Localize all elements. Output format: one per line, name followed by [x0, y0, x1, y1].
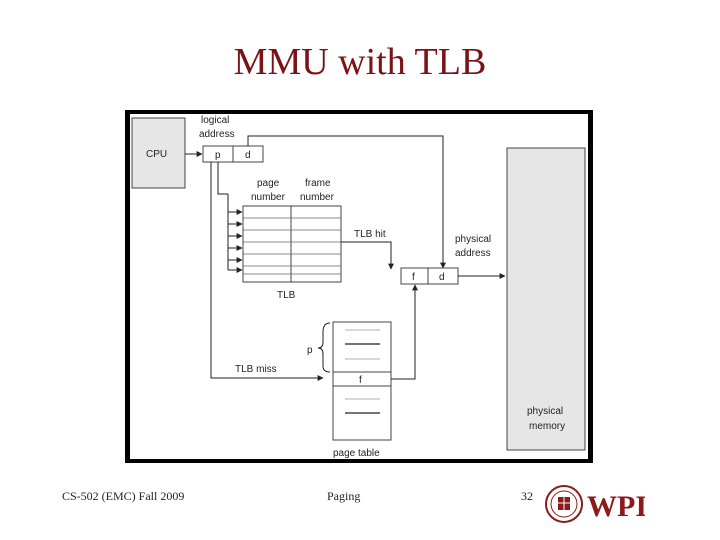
physical-address-label-2: address: [455, 248, 491, 259]
physical-memory-label-2: memory: [529, 421, 565, 432]
footer-page-number: 32: [521, 489, 533, 503]
mmu-tlb-diagram: CPU logical address p d TLB miss page nu…: [125, 110, 593, 463]
wpi-logo: WPI: [545, 482, 647, 531]
cpu-label: CPU: [146, 149, 167, 160]
physical-f-label: f: [412, 272, 415, 283]
tlb-label: TLB: [277, 290, 296, 301]
page-table-f-label: f: [359, 375, 362, 386]
logical-d-label: d: [245, 150, 251, 161]
logical-address-label-1: logical: [201, 115, 229, 126]
physical-memory-label-1: physical: [527, 406, 563, 417]
cpu-box: [131, 117, 186, 189]
tlb-miss-arrow: [210, 162, 324, 381]
logical-p-label: p: [215, 150, 221, 161]
page-table: [332, 321, 392, 441]
frame-number-label-2: number: [300, 192, 335, 203]
page-number-label-2: number: [251, 192, 286, 203]
page-table-label: page table: [333, 448, 380, 459]
physical-address-label-1: physical: [455, 234, 491, 245]
tlb-miss-label: TLB miss: [235, 364, 277, 375]
page-number-label-1: page: [257, 178, 280, 189]
physical-address-box: [400, 267, 459, 285]
tlb-hit-label: TLB hit: [354, 229, 386, 240]
footer-course: CS-502 (EMC) Fall 2009: [62, 489, 185, 503]
tlb-table: [242, 205, 342, 283]
tlb-lookup-arrows: [228, 209, 243, 273]
logical-address-label-2: address: [199, 129, 235, 140]
page-table-p-label: p: [307, 345, 313, 356]
footer-topic: Paging: [327, 489, 361, 503]
page-table-brace: [317, 322, 331, 373]
offset-arrow: [247, 135, 446, 269]
page-table-to-frame-arrow: [391, 284, 418, 380]
wpi-logo-text: WPI: [587, 490, 645, 523]
physical-memory-box: [506, 147, 586, 451]
frame-number-label-1: frame: [305, 178, 331, 189]
diagram-canvas: CPU logical address p d TLB miss page nu…: [130, 114, 588, 459]
wpi-seal-icon: [545, 485, 583, 523]
slide-title: MMU with TLB: [233, 41, 487, 83]
physical-d-label: d: [439, 272, 445, 283]
